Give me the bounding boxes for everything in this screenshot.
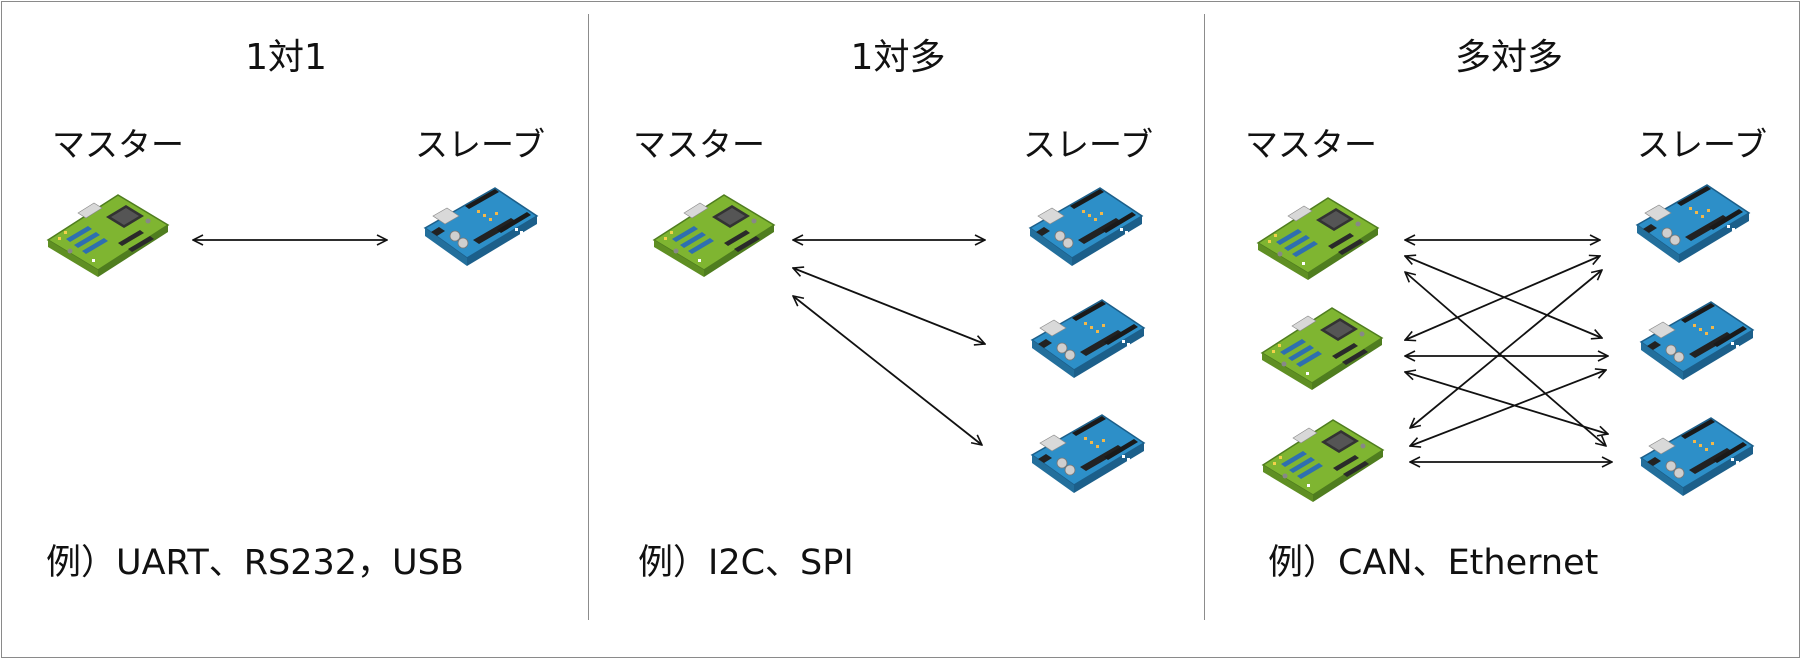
slave-board-icon — [1640, 301, 1754, 381]
master-board-icon — [1257, 197, 1379, 281]
connection-arrow — [1410, 370, 1606, 446]
slave-board-icon — [1029, 187, 1143, 267]
master-board-icon — [1261, 307, 1383, 391]
slave-board-icon — [1031, 414, 1145, 494]
slave-board-icon — [424, 187, 538, 267]
slave-label-one-to-many: スレーブ — [1023, 125, 1154, 164]
master-label-one-to-many: マスター — [633, 125, 765, 164]
connection-arrow — [793, 296, 982, 445]
master-label-one-to-one: マスター — [52, 125, 184, 164]
section-divider-2 — [1204, 14, 1205, 620]
example-text-one-to-many: 例）I2C、SPI — [638, 543, 854, 583]
slave-board-icon — [1636, 184, 1750, 264]
section-title-one-to-one: 1対1 — [245, 37, 327, 78]
slave-label-one-to-one: スレーブ — [415, 125, 546, 164]
section-divider-1 — [588, 14, 589, 620]
master-label-many-to-many: マスター — [1245, 125, 1377, 164]
many-to-many-connections — [1405, 240, 1612, 462]
section-title-many-to-many: 多対多 — [1454, 37, 1563, 78]
connection-arrow — [793, 268, 985, 344]
master-board-icon — [47, 194, 169, 278]
example-text-one-to-one: 例）UART、RS232，USB — [46, 543, 464, 583]
slave-board-icon — [1640, 417, 1754, 497]
connection-arrow — [1410, 270, 1602, 428]
slave-board-icon — [1031, 299, 1145, 379]
master-board-icon — [653, 194, 775, 278]
example-text-many-to-many: 例）CAN、Ethernet — [1268, 543, 1599, 583]
master-board-icon — [1262, 419, 1384, 503]
section-title-one-to-many: 1対多 — [850, 37, 946, 78]
slave-label-many-to-many: スレーブ — [1637, 125, 1768, 164]
